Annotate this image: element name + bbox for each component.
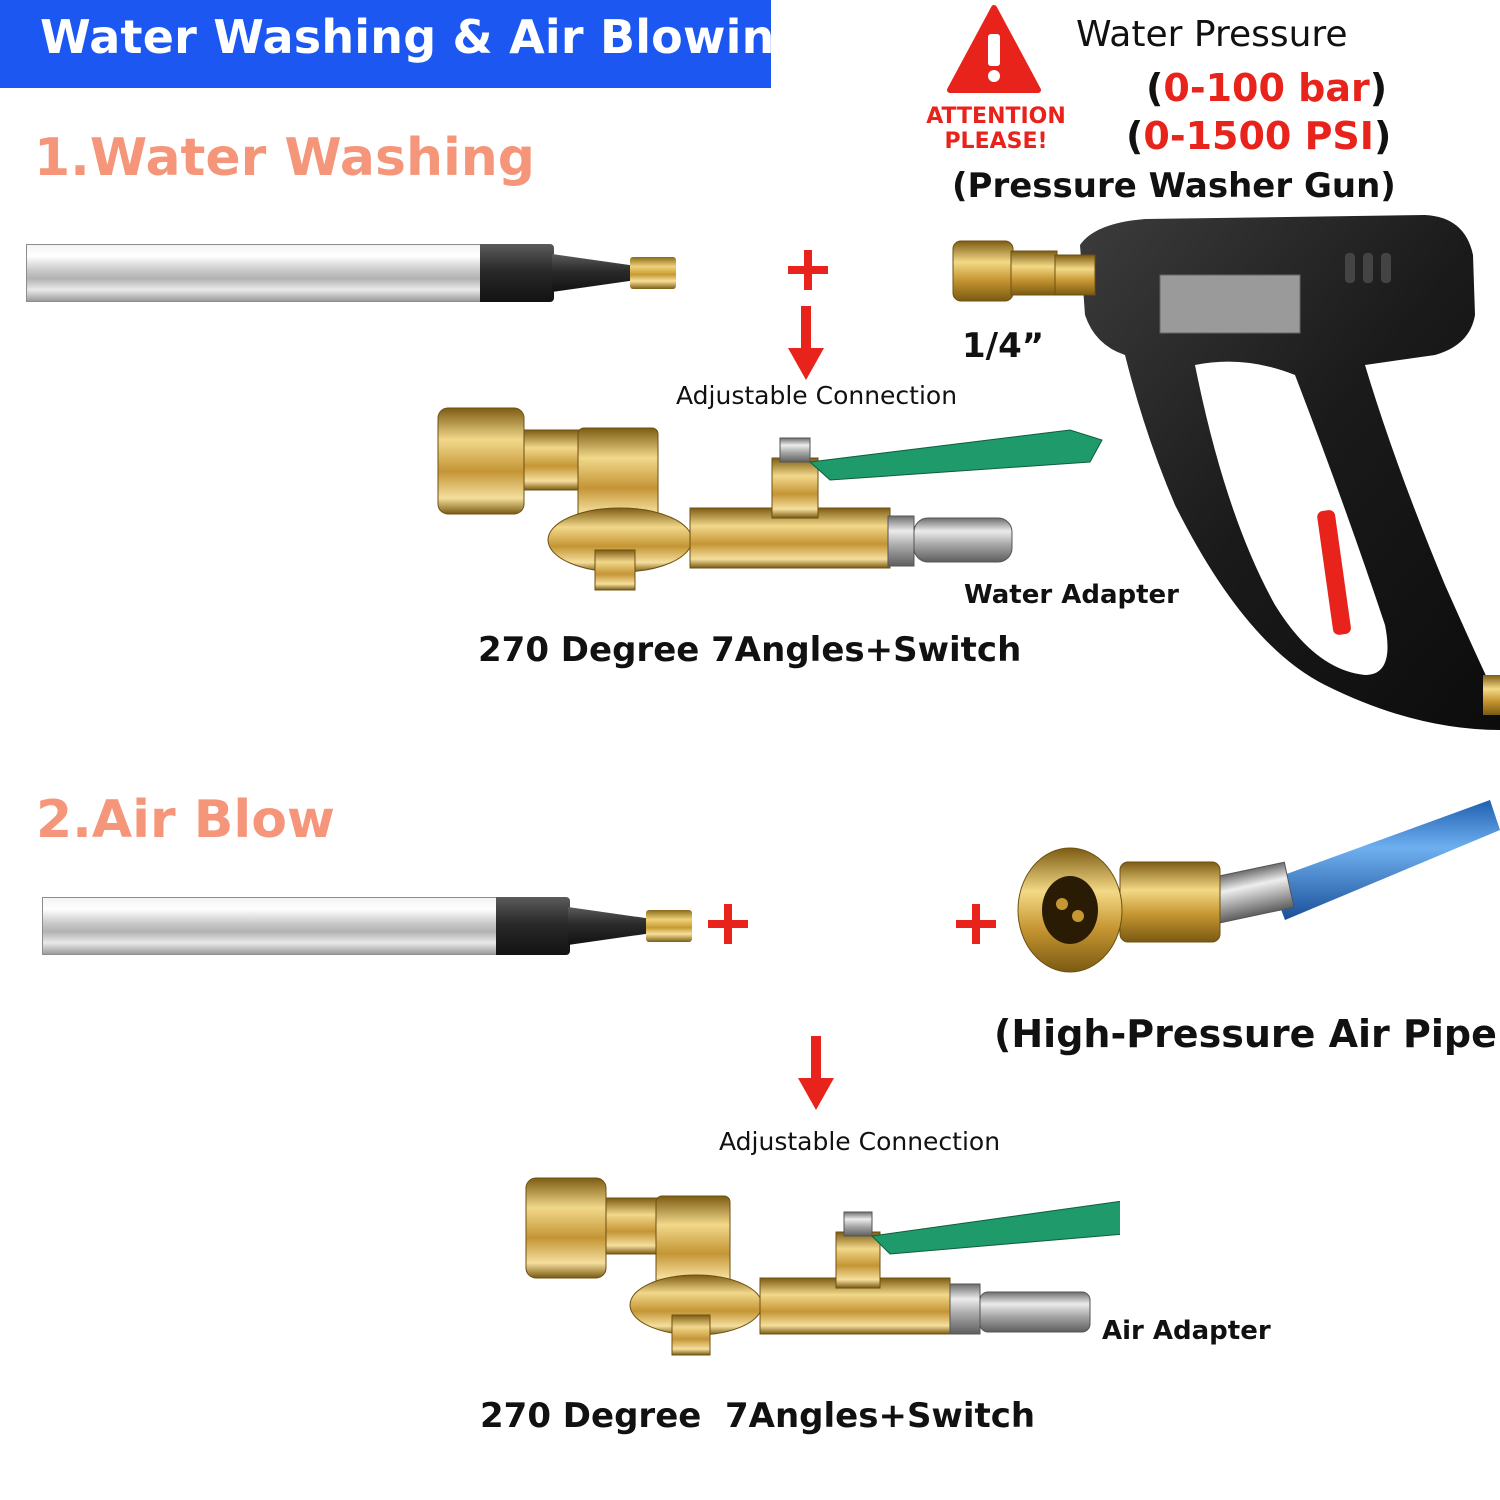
- rod-tube: [42, 897, 498, 955]
- banner-title: Water Washing & Air Blowing: [40, 10, 808, 64]
- swivel-valve-fitting: [437, 407, 1103, 591]
- water-adapter-label: Water Adapter: [964, 580, 1180, 610]
- paren-open: (: [1126, 114, 1144, 158]
- air-adapter-label: Air Adapter: [1102, 1316, 1271, 1346]
- title-banner: [0, 0, 771, 88]
- fitting-label-1: 270 Degree 7Angles+Switch: [478, 630, 1022, 670]
- rod-sleeve: [480, 244, 554, 302]
- paren-close: ): [1373, 114, 1392, 158]
- rod-taper: [568, 907, 648, 945]
- air-pipe-coupler: [1017, 800, 1500, 973]
- adjustable-connection-label: Adjustable Connection: [676, 381, 958, 410]
- thread-size-label: 1/4”: [962, 326, 1045, 366]
- rod-taper: [552, 254, 632, 292]
- paren-close: ): [1369, 66, 1388, 110]
- section-1-title: 1.Water Washing: [34, 128, 536, 188]
- pressure-washer-gun: [952, 215, 1500, 730]
- bar-value: 0-100 bar: [1163, 66, 1370, 110]
- section-2-title: 2.Air Blow: [36, 790, 335, 850]
- plus-icon: [788, 250, 828, 290]
- pressure-psi: (0-1500 PSI): [1126, 114, 1391, 158]
- warning-triangle-icon: [947, 5, 1041, 93]
- arrow-down-icon: [798, 1036, 834, 1112]
- psi-value: 0-1500 PSI: [1143, 114, 1374, 158]
- wand-rod-1: [26, 244, 676, 302]
- air-pipe-label: (High-Pressure Air Pipe): [994, 1012, 1500, 1056]
- rod-sleeve: [496, 897, 570, 955]
- attention-text: ATTENTION PLEASE!: [915, 104, 1077, 154]
- arrow-down-icon: [788, 306, 824, 382]
- swivel-valve-fitting: [525, 1177, 1120, 1356]
- paren-open: (: [1146, 66, 1164, 110]
- wand-rod-2: [42, 897, 692, 955]
- attention-line-1: ATTENTION: [926, 104, 1066, 129]
- rod-tube: [26, 244, 482, 302]
- adjustable-connection-label: Adjustable Connection: [719, 1127, 1001, 1156]
- plus-icon: [708, 904, 748, 944]
- pressure-bar: (0-100 bar): [1146, 66, 1387, 110]
- attention-line-2: PLEASE!: [944, 129, 1048, 154]
- water-pressure-title: Water Pressure: [1076, 14, 1348, 55]
- quick-connect-plug: [630, 257, 676, 289]
- plus-icon: [956, 904, 996, 944]
- quick-connect-plug: [646, 910, 692, 942]
- fitting-label-2: 270 Degree 7Angles+Switch: [480, 1396, 1036, 1436]
- pressure-washer-gun-label: (Pressure Washer Gun): [952, 166, 1396, 206]
